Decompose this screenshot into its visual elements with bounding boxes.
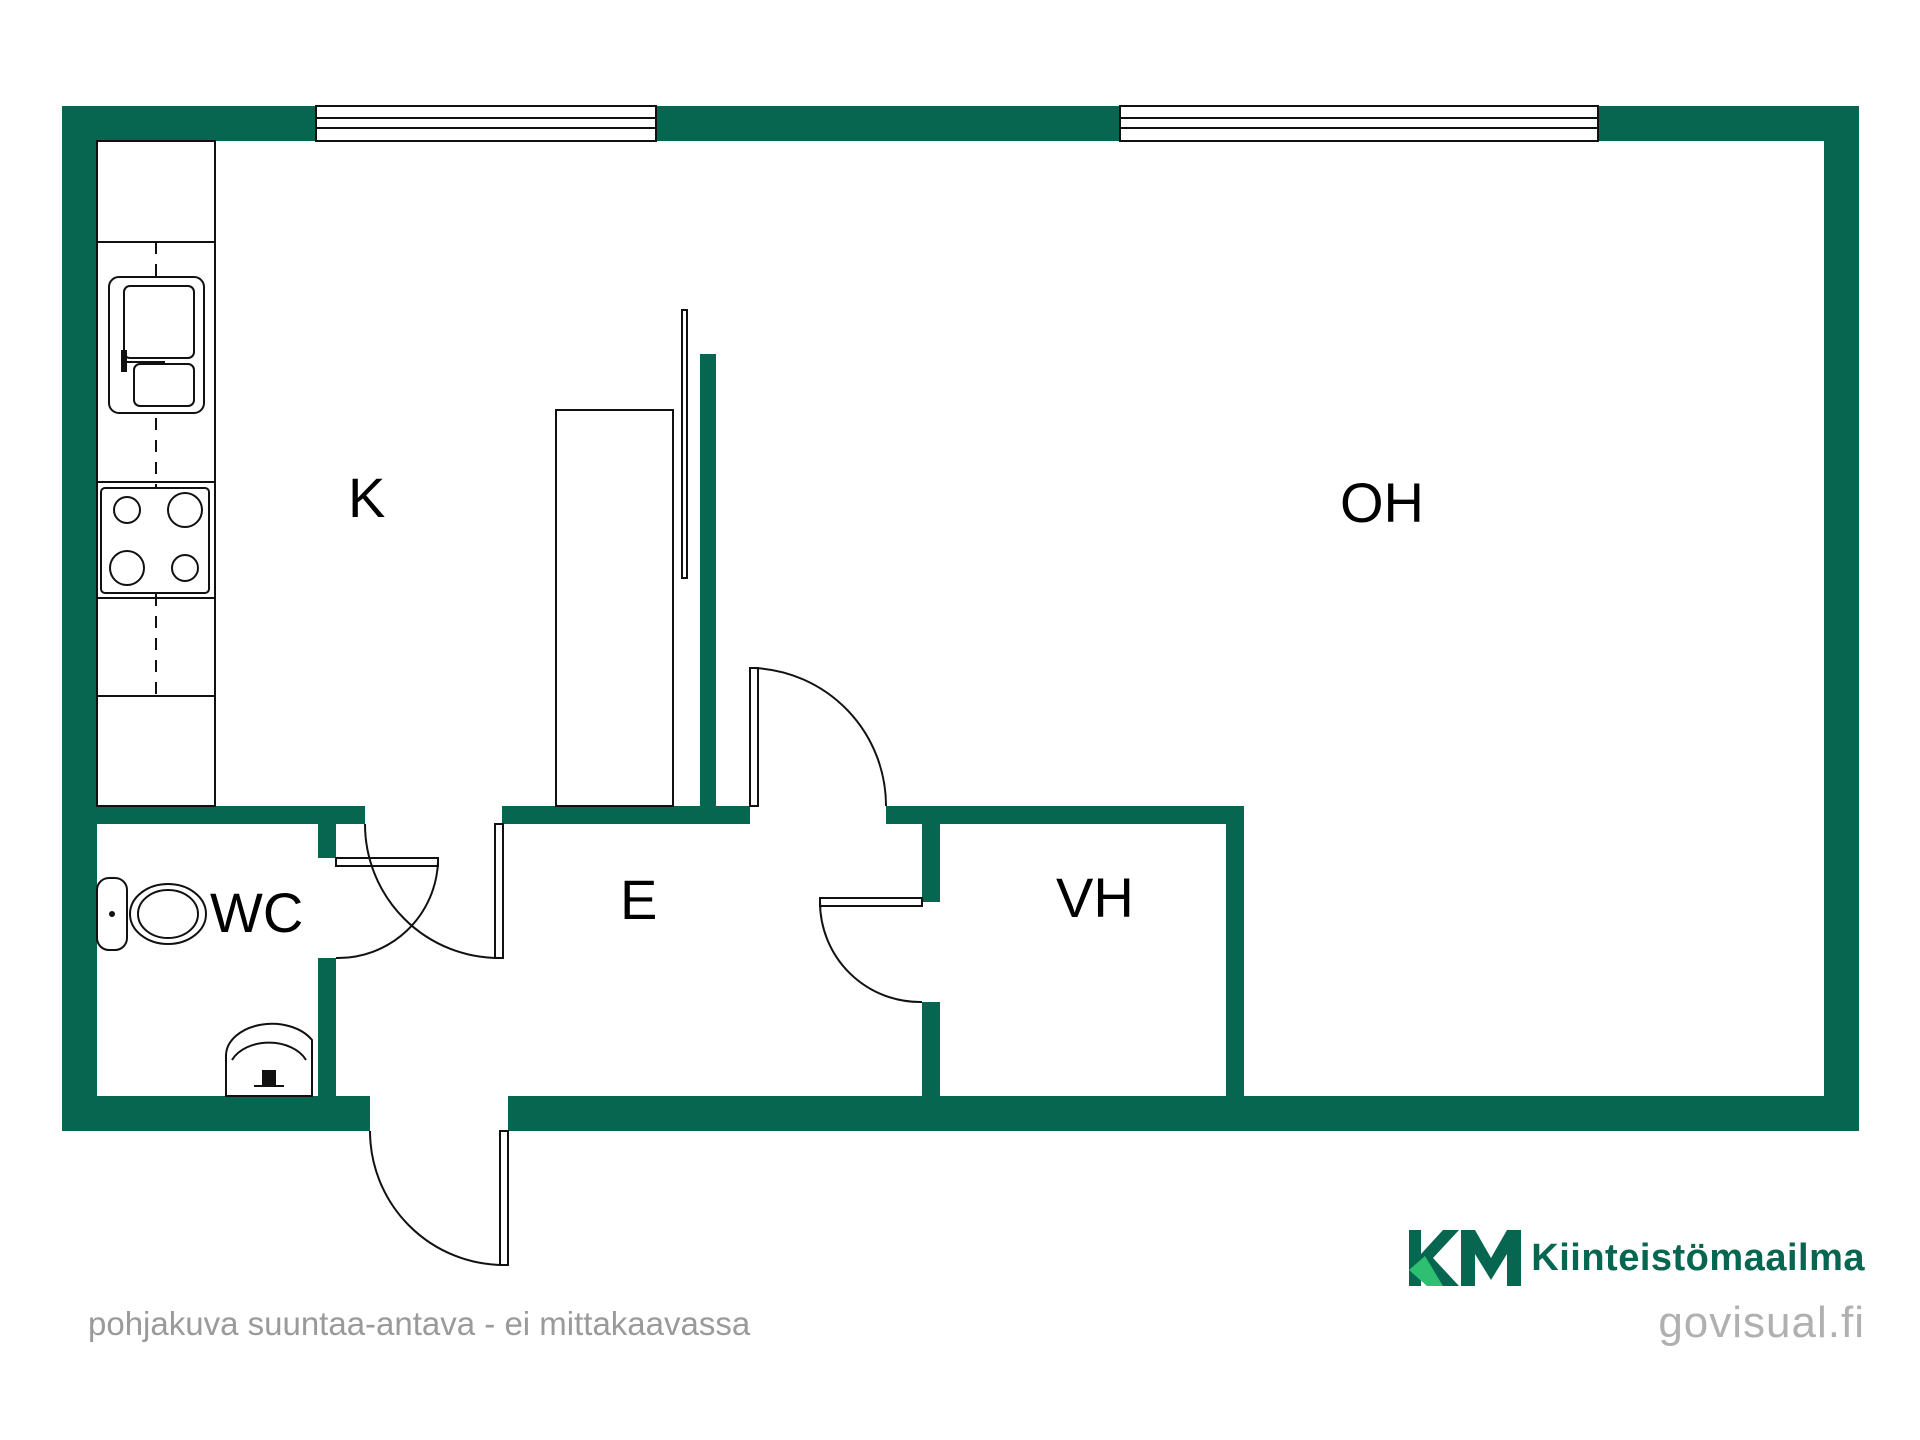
door-living-room [749, 667, 888, 807]
kitchen-counter [96, 140, 216, 807]
wall-wc-top-a [97, 806, 365, 824]
stove-icon [100, 487, 210, 594]
km-logo-icon [1409, 1230, 1522, 1286]
door-entrance-kitchen [364, 823, 504, 959]
wall-vh-right [1226, 806, 1244, 1096]
room-label-wc: WC [210, 881, 303, 944]
brand-name: Kiinteistömaailma [1531, 1236, 1865, 1279]
wall-left [62, 106, 97, 1131]
brand-logo: Kiinteistömaailma KM [1403, 1226, 1865, 1290]
window-left [315, 105, 657, 142]
door-front [369, 1130, 509, 1266]
doors [335, 667, 923, 1266]
interior-walls [97, 354, 1244, 1096]
wall-bottom-left [62, 1096, 370, 1131]
wall-bottom-right [508, 1096, 1859, 1131]
wall-vh-left-upper [922, 806, 940, 902]
wall-wc-right-lower [318, 958, 336, 1096]
room-label-living-room: OH [1340, 471, 1424, 534]
windows [315, 105, 1599, 142]
door-vh [819, 897, 923, 1004]
room-label-vh: VH [1056, 866, 1134, 929]
room-label-kitchen: K [348, 466, 385, 529]
room-label-entrance: E [620, 868, 657, 931]
window-right [1119, 105, 1599, 142]
sink-icon [108, 276, 205, 414]
wall-vh-top [886, 806, 1244, 824]
credit-text: govisual.fi [1658, 1298, 1865, 1347]
wall-partition [700, 354, 716, 824]
toilet-icon [96, 877, 207, 951]
wardrobe [555, 409, 674, 807]
sliding-door [681, 309, 688, 579]
wall-vh-left-lower [922, 1002, 940, 1096]
washbasin-icon [225, 1022, 313, 1097]
door-wc [335, 857, 439, 960]
disclaimer-text: pohjakuva suuntaa-antava - ei mittakaava… [88, 1305, 751, 1342]
wall-entrance-top [502, 806, 750, 824]
wall-right [1824, 106, 1859, 1131]
wall-wc-right-upper [318, 806, 336, 858]
